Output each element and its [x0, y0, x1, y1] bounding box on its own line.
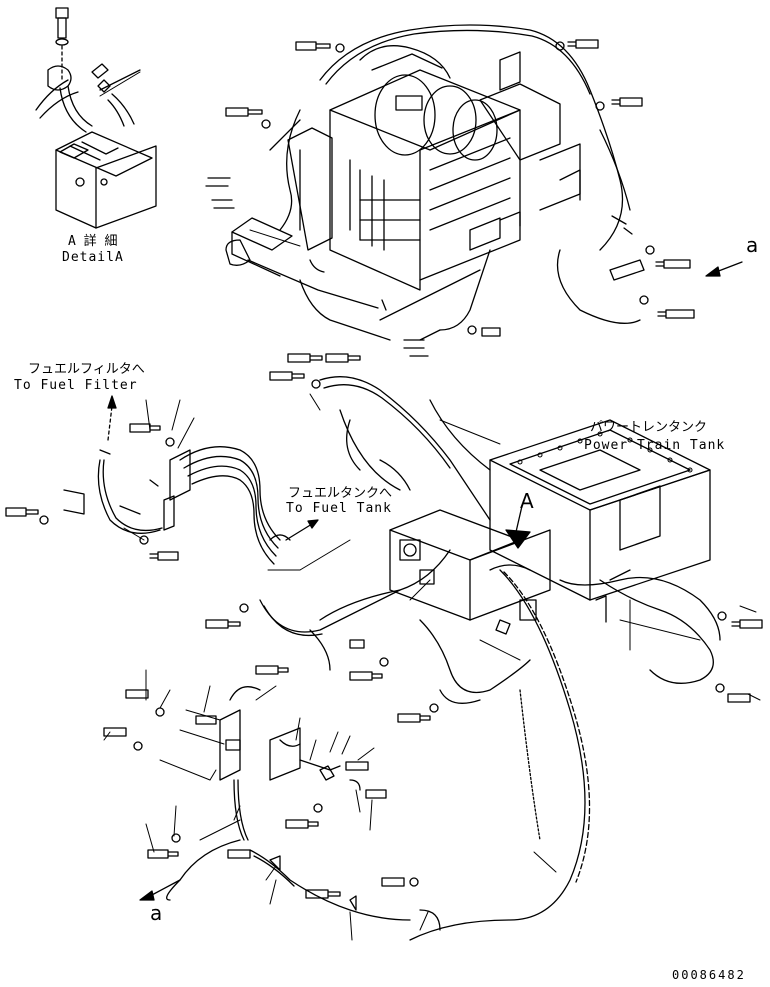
marker-a-upper: a [746, 233, 759, 257]
lower-bracket-assembly [389, 509, 551, 635]
view-a-arrow [505, 505, 531, 549]
connection-a-arrows [139, 261, 743, 901]
marker-a-lower: a [150, 901, 163, 925]
detail-a-label-en: DetailA [62, 250, 124, 265]
power-train-tank-label-jp: パワートレンタンク [590, 420, 708, 435]
detail-a-assembly [35, 7, 157, 229]
engine-fasteners [205, 39, 695, 357]
engine-harness [269, 24, 641, 341]
lower-left-assembly [166, 629, 441, 931]
lower-fasteners [5, 353, 763, 899]
center-harness [259, 376, 721, 941]
engine-assembly [225, 45, 581, 341]
drawing-number: 00086482 [672, 968, 746, 982]
fuel-tank-label-jp: フュエルタンクへ [288, 486, 393, 501]
power-train-tank [489, 419, 711, 623]
detail-a-label-jp: A 詳 細 [68, 234, 118, 249]
leader-lines [99, 71, 761, 941]
fuel-tank-label-en: To Fuel Tank [286, 501, 392, 516]
power-train-tank-label-en: Power Train Tank [584, 438, 726, 453]
fuel-filter-label-en: To Fuel Filter [14, 378, 138, 393]
marker-view-a: A [520, 489, 534, 513]
fuel-lines [63, 395, 319, 565]
fuel-filter-label-jp: フュエルフィルタへ [28, 362, 145, 377]
